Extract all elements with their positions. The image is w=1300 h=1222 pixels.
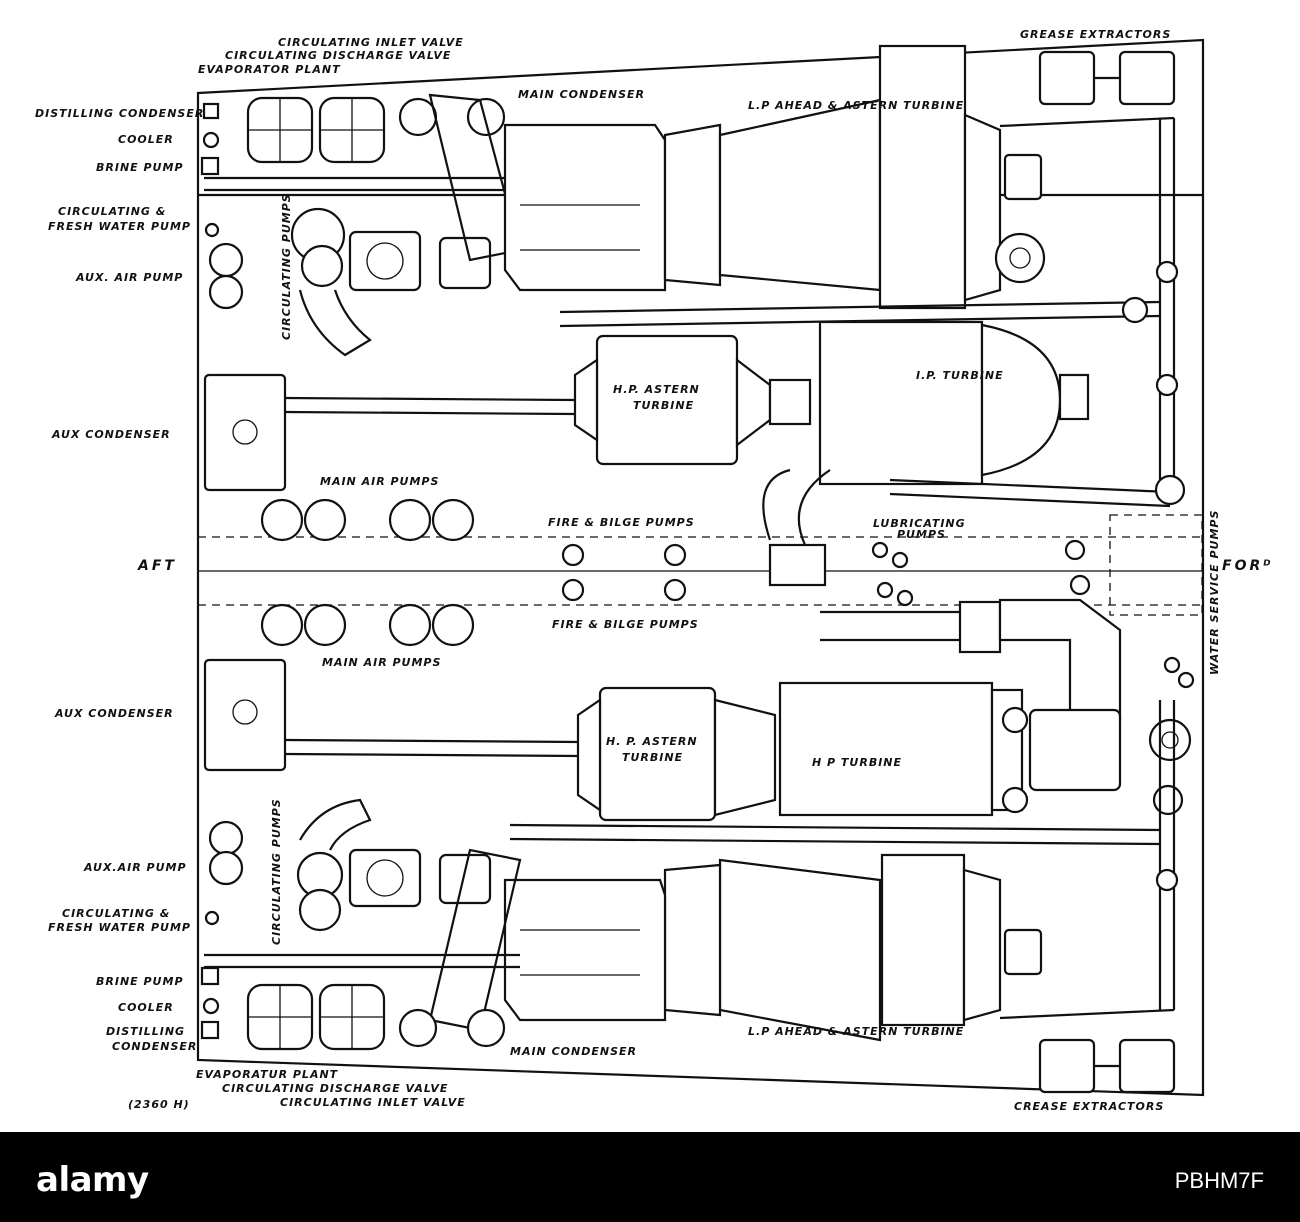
label-lp-turbine-bottom: L.P AHEAD & ASTERN TURBINE <box>748 1025 964 1038</box>
label-circ-fresh-top-2: FRESH WATER PUMP <box>48 220 191 233</box>
label-circ-inlet-bottom: CIRCULATING INLET VALVE <box>280 1096 466 1109</box>
label-circ-fresh-bottom-2: FRESH WATER PUMP <box>48 921 191 934</box>
label-circ-pumps-bottom: CIRCULATING PUMPS <box>270 798 283 945</box>
watermark-footer-bar <box>0 1132 1300 1222</box>
centre-pumps <box>260 498 1195 689</box>
label-hp-astern-top-2: TURBINE <box>633 399 694 412</box>
label-circ-fresh-bottom-1: CIRCULATING & <box>62 907 170 920</box>
label-main-condenser-bottom: MAIN CONDENSER <box>510 1045 637 1058</box>
label-distilling-bottom-1: DISTILLING <box>106 1025 185 1038</box>
label-main-air-top: MAIN AIR PUMPS <box>320 475 439 488</box>
label-hp-astern-bottom-2: TURBINE <box>622 751 683 764</box>
label-ip-turbine: I.P. TURBINE <box>916 369 1004 382</box>
label-main-condenser-top: MAIN CONDENSER <box>518 88 645 101</box>
image-id: PBHM7F <box>1174 1168 1264 1193</box>
label-cooler-bottom: COOLER <box>118 1001 174 1014</box>
label-aft: AFT <box>137 558 177 574</box>
label-hp-turbine: H P TURBINE <box>812 756 902 769</box>
label-ford: FORᴰ <box>1222 558 1274 574</box>
watermark-logo: alamy <box>36 1160 149 1200</box>
label-evaporator-top: EVAPORATOR PLANT <box>198 63 341 76</box>
label-lubricating-1: LUBRICATING <box>873 517 966 530</box>
label-circ-discharge-bottom: CIRCULATING DISCHARGE VALVE <box>222 1082 448 1095</box>
label-fire-bilge-top: FIRE & BILGE PUMPS <box>548 516 695 529</box>
label-fire-bilge-bottom: FIRE & BILGE PUMPS <box>552 618 699 631</box>
label-hp-astern-top-1: H.P. ASTERN <box>613 383 700 396</box>
label-grease-bottom: CREASE EXTRACTORS <box>1014 1100 1164 1113</box>
label-plate-ref: (2360 H) <box>128 1098 190 1111</box>
label-main-air-bottom: MAIN AIR PUMPS <box>322 656 441 669</box>
label-aux-air-bottom: AUX.AIR PUMP <box>83 861 187 874</box>
label-circ-pumps-top: CIRCULATING PUMPS <box>280 193 293 340</box>
label-brine-bottom: BRINE PUMP <box>96 975 184 988</box>
label-aux-condenser-top: AUX CONDENSER <box>51 428 171 441</box>
label-circ-inlet-top: CIRCULATING INLET VALVE <box>278 36 464 49</box>
diagram-labels: CIRCULATING INLET VALVE CIRCULATING DISC… <box>35 28 1274 1113</box>
lower-machinery-set <box>200 598 1192 1094</box>
label-brine-top: BRINE PUMP <box>96 161 184 174</box>
label-distilling-top: DISTILLING CONDENSER <box>35 107 204 120</box>
label-circ-discharge-top: CIRCULATING DISCHARGE VALVE <box>225 49 451 62</box>
label-hp-astern-bottom-1: H. P. ASTERN <box>606 735 698 748</box>
label-circ-fresh-top-1: CIRCULATING & <box>58 205 166 218</box>
label-aux-condenser-bottom: AUX CONDENSER <box>54 707 174 720</box>
label-lubricating-2: PUMPS <box>897 528 946 541</box>
centerline-bands <box>198 514 1203 616</box>
label-cooler-top: COOLER <box>118 133 174 146</box>
upper-machinery-set <box>200 44 1186 546</box>
label-aux-air-top: AUX. AIR PUMP <box>75 271 183 284</box>
engine-room-plan-diagram: CIRCULATING INLET VALVE CIRCULATING DISC… <box>35 28 1274 1113</box>
label-grease-top: GREASE EXTRACTORS <box>1020 28 1171 41</box>
label-distilling-bottom-2: CONDENSER <box>112 1040 197 1053</box>
label-evaporator-bottom: EVAPORATUR PLANT <box>196 1068 339 1081</box>
label-water-service: WATER SERVICE PUMPS <box>1208 510 1221 675</box>
label-lp-turbine-top: L.P AHEAD & ASTERN TURBINE <box>748 99 964 112</box>
